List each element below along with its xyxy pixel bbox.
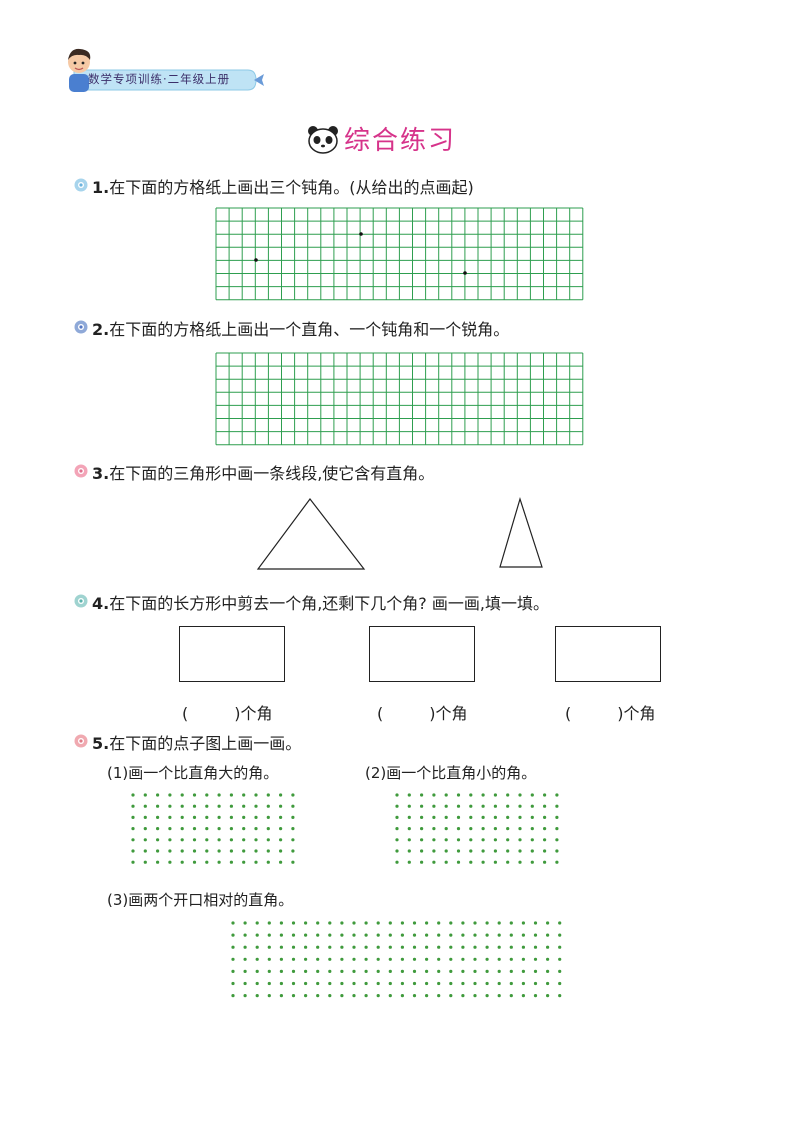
narrow-triangle[interactable]	[499, 496, 543, 568]
grid-paper-2[interactable]	[215, 352, 584, 446]
flower-bullet-icon	[74, 178, 88, 192]
open-paren: (	[182, 704, 189, 723]
sub-question-3: (3)画两个开口相对的直角。	[107, 891, 294, 909]
question-text: 在下面的方格纸上画出三个钝角。(从给出的点画起)	[109, 178, 474, 197]
answer-blank-1[interactable]: ( )个角	[182, 700, 273, 724]
grid-lines	[215, 207, 584, 301]
sub-question-2: (2)画一个比直角小的角。	[365, 764, 537, 782]
question-number: 4.	[92, 594, 110, 613]
dot-grid-3[interactable]	[230, 920, 570, 1000]
page-title: 综合练习	[344, 126, 457, 156]
question-2: 2.在下面的方格纸上画出一个直角、一个钝角和一个锐角。	[92, 316, 509, 340]
series-label: 数学专项训练·二年级上册	[88, 72, 231, 86]
flower-bullet-icon	[74, 464, 88, 478]
grid-paper-1[interactable]	[215, 207, 584, 301]
question-text: 在下面的点子图上画一画。	[109, 734, 302, 753]
question-4: 4.在下面的长方形中剪去一个角,还剩下几个角? 画一画,填一填。	[92, 590, 549, 614]
question-1: 1.在下面的方格纸上画出三个钝角。(从给出的点画起)	[92, 174, 474, 198]
given-point	[254, 258, 258, 262]
question-number: 3.	[92, 464, 110, 483]
question-number: 5.	[92, 734, 110, 753]
open-paren: (	[377, 704, 384, 723]
question-5: 5.在下面的点子图上画一画。	[92, 730, 301, 754]
open-paren: (	[565, 704, 572, 723]
question-text: 在下面的方格纸上画出一个直角、一个钝角和一个锐角。	[109, 320, 510, 339]
given-point	[359, 232, 363, 236]
panda-icon	[308, 126, 338, 154]
question-number: 2.	[92, 320, 110, 339]
rectangle-2[interactable]	[369, 626, 475, 682]
dot-grid-2[interactable]	[394, 792, 570, 868]
wide-triangle[interactable]	[256, 498, 366, 570]
answer-suffix: )个角	[234, 704, 273, 723]
header-banner	[73, 69, 264, 91]
answer-blank-2[interactable]: ( )个角	[377, 700, 468, 724]
grid-lines	[215, 352, 584, 446]
dot-grid-1[interactable]	[130, 792, 306, 868]
question-number: 1.	[92, 178, 110, 197]
answer-suffix: )个角	[429, 704, 468, 723]
given-point	[463, 271, 467, 275]
question-3: 3.在下面的三角形中画一条线段,使它含有直角。	[92, 460, 434, 484]
flower-bullet-icon	[74, 594, 88, 608]
sub-question-1: (1)画一个比直角大的角。	[107, 764, 279, 782]
rectangle-3[interactable]	[555, 626, 661, 682]
answer-blank-3[interactable]: ( )个角	[565, 700, 656, 724]
triangles-figure	[256, 496, 543, 570]
flower-bullet-icon	[74, 320, 88, 334]
flower-bullet-icon	[74, 734, 88, 748]
rectangle-1[interactable]	[179, 626, 285, 682]
answer-suffix: )个角	[617, 704, 656, 723]
boy-avatar-icon	[68, 48, 91, 92]
question-text: 在下面的三角形中画一条线段,使它含有直角。	[109, 464, 435, 483]
question-text: 在下面的长方形中剪去一个角,还剩下几个角? 画一画,填一填。	[109, 594, 549, 613]
